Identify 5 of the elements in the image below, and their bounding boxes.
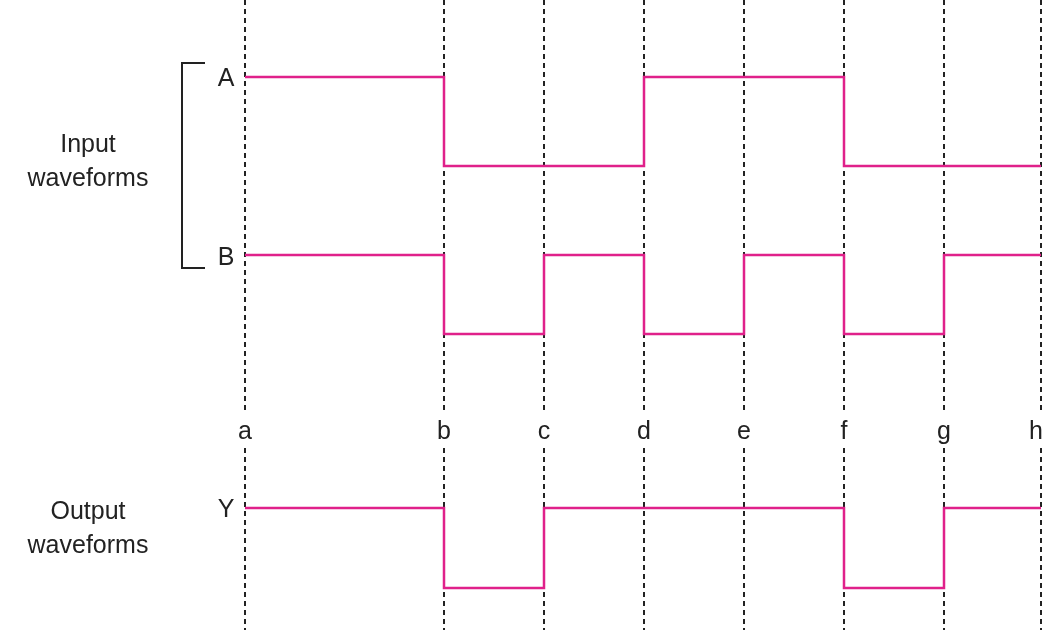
- signal-label: B: [217, 241, 235, 272]
- signal-label: Y: [217, 493, 235, 524]
- signal-label: A: [217, 62, 235, 93]
- group-label: Input waveforms: [26, 128, 150, 193]
- group-label: Output waveforms: [26, 495, 150, 560]
